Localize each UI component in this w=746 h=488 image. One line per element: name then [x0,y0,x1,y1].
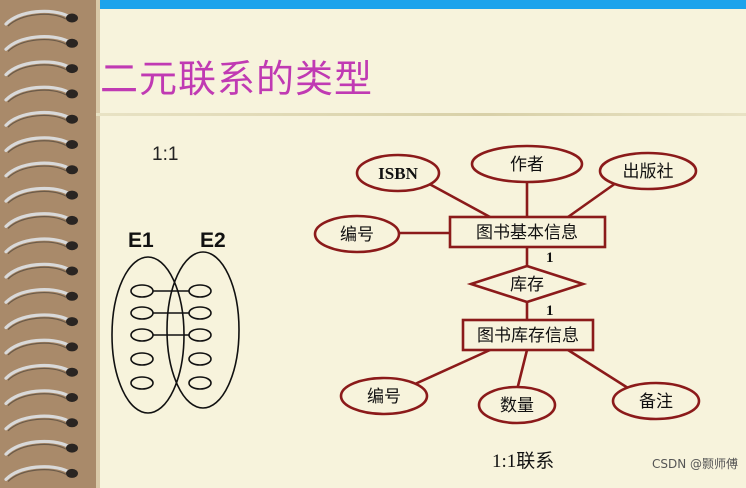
er-link [567,348,629,390]
attribute-isbn [355,153,441,193]
spiral-ring [4,262,78,280]
e1-element [130,284,154,298]
attribute-quantity-label: 数量 [500,396,534,416]
entity-stock-info [461,318,595,352]
spiral-ring [4,465,78,482]
watermark: CSDN @颢师傅 [651,457,738,471]
er-diagram [313,144,701,425]
spiral-ring [4,338,78,356]
spiral-ring [4,414,78,432]
e1-elements [130,284,154,390]
e1-element [130,328,154,342]
spiral-rings [4,9,78,482]
set-ellipse-e2 [166,251,240,409]
spiral-ring [4,9,78,27]
spiral-ring [4,212,78,229]
er-caption: 1:1联系 [492,451,555,472]
spiral-ring [4,237,78,255]
spiral-ring [4,136,78,153]
attribute-remark [611,381,701,421]
spiral-ring [4,35,78,52]
spiral-ring [4,313,78,331]
spiral-ring [4,85,78,103]
entity-book-info [448,215,607,249]
e1-element [130,376,154,390]
cardinality-bottom: 1 [546,303,554,319]
e2-element [188,328,212,342]
attribute-author-label: 作者 [510,155,544,175]
spiral-ring [4,389,78,406]
set-label-e2: E2 [200,229,226,252]
attribute-id-bottom-label: 编号 [367,387,401,407]
notebook-binding-edge [96,0,100,488]
attribute-publisher [598,151,698,191]
attribute-id-bottom [339,376,429,416]
spiral-ring [4,60,78,78]
e2-element [188,376,212,390]
e2-element [188,284,212,298]
entity-stock-info-label: 图书库存信息 [477,326,579,346]
one-to-one-mapping [111,251,240,414]
attribute-isbn-label: ISBN [378,164,418,183]
spiral-ring [4,288,78,305]
e2-element [188,306,212,320]
e1-element [130,352,154,366]
e2-elements [188,284,212,390]
spiral-ring [4,111,78,128]
mapping-lines [153,290,189,336]
attribute-quantity [477,385,557,425]
entity-book-info-label: 图书基本信息 [476,223,578,243]
spiral-ring [4,364,78,381]
spiral-ring [4,439,78,457]
er-link [515,349,529,391]
attribute-remark-label: 备注 [639,392,673,412]
cardinality-top: 1 [546,250,554,266]
e2-element [188,352,212,366]
attribute-publisher-label: 出版社 [623,162,674,182]
er-link [414,348,491,386]
relationship-stock [466,264,588,304]
attribute-id-top [313,214,401,254]
attribute-id-top-label: 编号 [340,225,374,245]
spiral-ring [4,186,78,204]
top-accent-bar [100,0,746,9]
slide-title: 二元联系的类型 [100,57,374,101]
set-label-e1: E1 [128,229,154,252]
attribute-author [470,144,584,184]
e1-element [130,306,154,320]
title-divider [96,113,746,116]
relationship-stock-label: 库存 [510,275,544,295]
spiral-ring [4,161,78,179]
ratio-label: 1:1 [152,144,179,165]
